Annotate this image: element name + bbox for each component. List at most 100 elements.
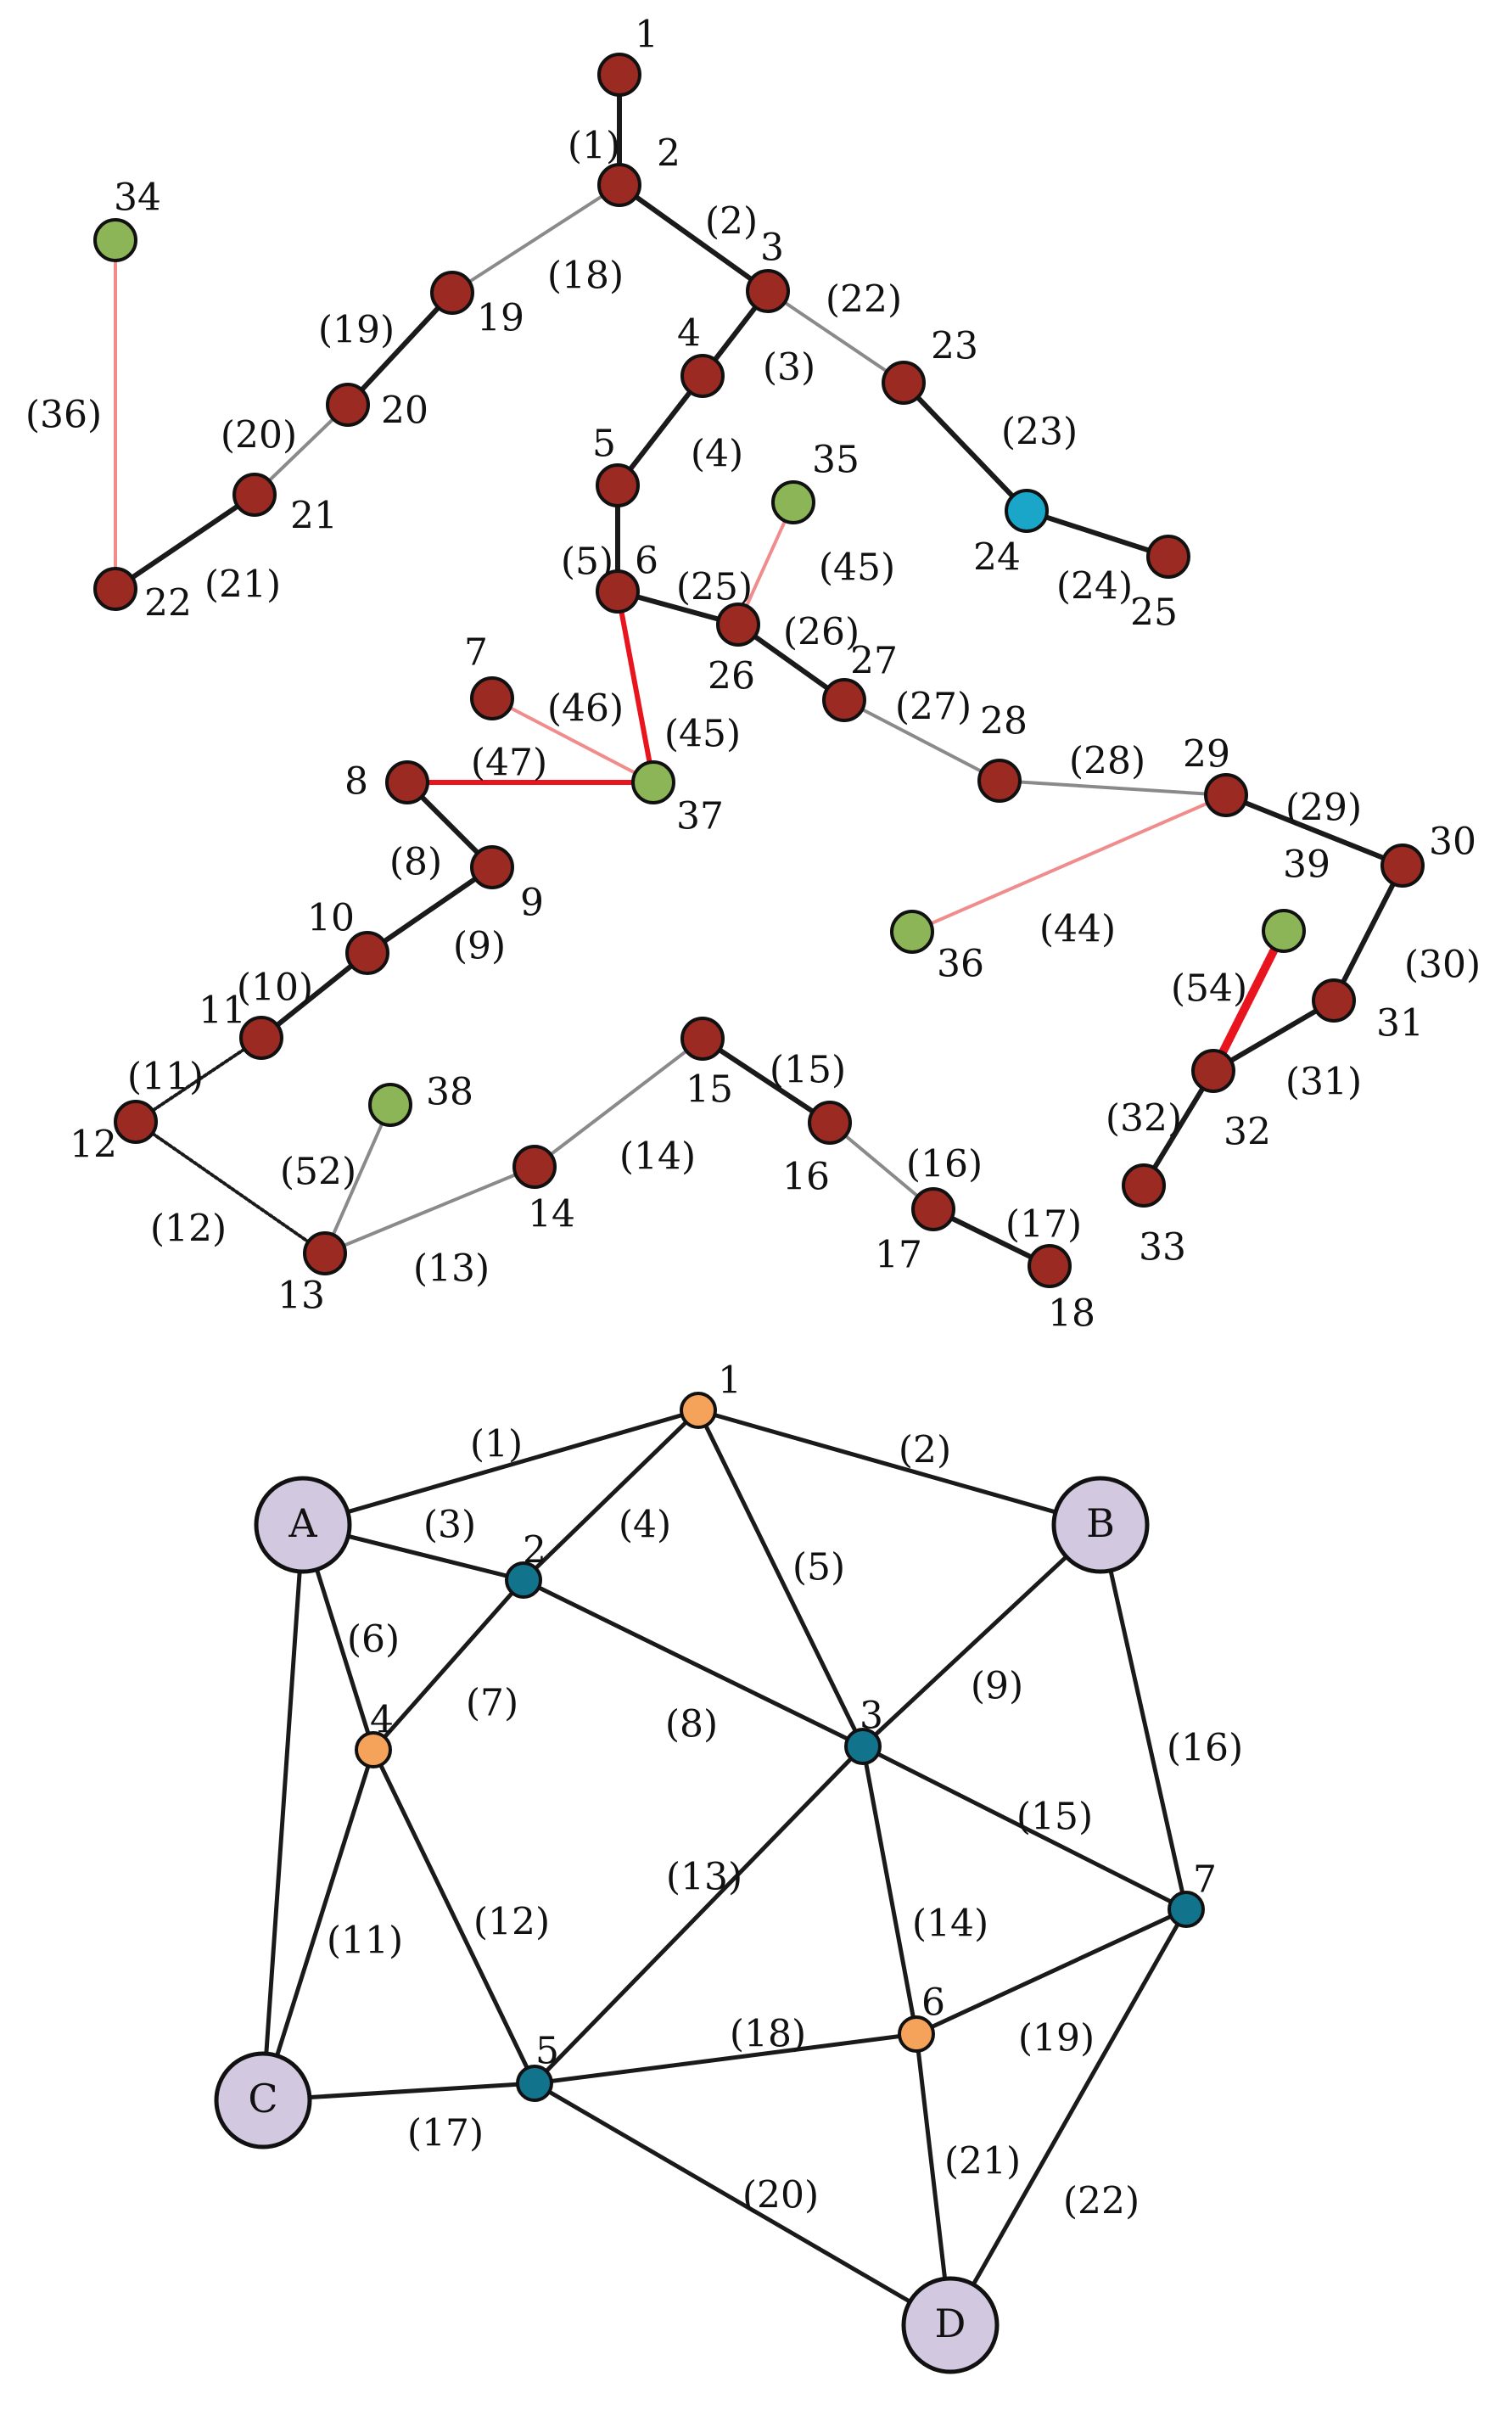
bottom-node-4 <box>355 1731 392 1768</box>
top-node-label: 28 <box>980 700 1028 743</box>
top-edge-label: (8) <box>389 841 442 884</box>
bottom-edge-label: (19) <box>1018 2017 1095 2060</box>
top-edge-label: (24) <box>1056 565 1133 608</box>
top-edge-7-37 <box>490 697 655 784</box>
top-edge-label: (15) <box>770 1049 846 1092</box>
top-node-20 <box>326 383 370 427</box>
top-node-8 <box>385 760 429 804</box>
top-edge-label: (47) <box>471 742 547 785</box>
top-node-21 <box>232 473 277 517</box>
top-node-4 <box>680 354 725 398</box>
bottom-edge-7-D <box>948 1907 1189 2328</box>
top-node-31 <box>1312 978 1356 1023</box>
bottom-edge-label: (2) <box>899 1429 951 1472</box>
bottom-edge-5-6 <box>532 2032 919 2086</box>
top-edge-32-39 <box>1209 927 1288 1075</box>
top-edge-label: (23) <box>1001 411 1078 454</box>
bottom-hub-B <box>1051 1476 1150 1574</box>
bottom-edge-2-4 <box>371 1578 526 1752</box>
top-node-18 <box>1028 1244 1072 1288</box>
bottom-edge-3-6 <box>860 1744 919 2037</box>
top-edge-2-19 <box>451 183 621 294</box>
top-node-36 <box>890 910 934 954</box>
top-edge-label: (27) <box>895 686 972 729</box>
bottom-edge-label: (16) <box>1167 1727 1243 1770</box>
top-node-39 <box>1262 909 1306 953</box>
top-edge-label: (45) <box>664 713 741 756</box>
top-node-labels: 1234567891011121314151617181920212223242… <box>70 14 1476 1336</box>
top-node-27 <box>822 678 866 722</box>
top-edge-label: (5) <box>561 541 613 584</box>
bottom-node-5 <box>516 2065 553 2102</box>
top-node-label: 27 <box>850 640 898 683</box>
bottom-hub-label: D <box>935 2301 966 2346</box>
top-edge-label: (52) <box>280 1151 356 1194</box>
bottom-hub-label: A <box>288 1500 317 1546</box>
top-edge-label: (25) <box>676 566 753 609</box>
top-node-30 <box>1380 844 1425 888</box>
bottom-edge-label: (17) <box>407 2112 484 2155</box>
bottom-edge-label: (18) <box>730 2013 806 2056</box>
top-node-label: 22 <box>144 582 192 625</box>
top-edge-16-17 <box>828 1121 935 1211</box>
bottom-edge-label: (12) <box>473 1901 550 1944</box>
top-edge-29-36 <box>910 793 1228 933</box>
top-edge-29-30 <box>1224 793 1405 868</box>
top-node-label: 26 <box>708 655 755 698</box>
top-node-label: 31 <box>1376 1002 1424 1045</box>
top-node-label: 37 <box>676 795 724 838</box>
top-edge-label: (11) <box>127 1056 204 1099</box>
top-node-label: 12 <box>70 1124 117 1167</box>
bottom-edge-3-B <box>860 1522 1103 1749</box>
bottom-edge-6-D <box>914 2032 953 2328</box>
bottom-edge-label: (1) <box>470 1423 523 1466</box>
top-node-17 <box>911 1187 955 1231</box>
bottom-node-label: 7 <box>1193 1858 1217 1902</box>
bottom-node-label: 1 <box>718 1359 742 1403</box>
top-node-1 <box>597 53 641 97</box>
top-node-25 <box>1146 535 1190 579</box>
top-edge-10-11 <box>259 950 370 1040</box>
top-edge-label: (3) <box>763 346 815 390</box>
top-edge-28-29 <box>998 779 1228 797</box>
top-node-label: 39 <box>1283 844 1330 887</box>
bottom-node-1 <box>680 1392 717 1429</box>
bottom-edge-B-7 <box>1098 1522 1189 1912</box>
bottom-edge-label: (15) <box>1016 1796 1093 1839</box>
bottom-hub-A <box>254 1476 352 1574</box>
top-edge-19-20 <box>345 290 455 407</box>
top-node-38 <box>368 1083 412 1127</box>
top-edge-12-13 <box>134 1120 327 1255</box>
bottom-edge-2-3 <box>521 1578 865 1749</box>
bottom-edge-label: (8) <box>665 1703 718 1746</box>
top-node-34 <box>93 218 137 262</box>
top-edge-label: (22) <box>826 278 902 322</box>
bottom-node-3 <box>844 1728 882 1765</box>
top-edge-label: (17) <box>1005 1203 1082 1247</box>
top-node-label: 11 <box>199 989 246 1033</box>
top-edge-label: (29) <box>1285 787 1362 830</box>
top-edge-label: (46) <box>547 687 624 731</box>
bottom-edge-label: (6) <box>347 1618 400 1662</box>
top-node-12 <box>114 1100 158 1144</box>
top-edge-label: (1) <box>568 125 620 168</box>
top-node-label: 19 <box>477 297 524 340</box>
top-edge-label: (45) <box>819 546 895 590</box>
top-node-label: 14 <box>528 1193 575 1236</box>
top-node-9 <box>470 845 514 889</box>
top-node-label: 21 <box>290 495 338 538</box>
top-edge-label: (30) <box>1404 944 1481 987</box>
top-edge-label: (36) <box>25 394 102 437</box>
top-node-16 <box>808 1101 852 1145</box>
top-node-2 <box>597 163 641 207</box>
bottom-node-2 <box>505 1561 542 1599</box>
bottom-node-7 <box>1168 1891 1205 1928</box>
top-edge-label: (18) <box>547 255 624 298</box>
top-node-label: 38 <box>426 1071 473 1114</box>
top-edge-label: (9) <box>453 925 506 968</box>
top-node-5 <box>596 463 640 507</box>
top-node-label: 24 <box>973 536 1021 580</box>
bottom-node-label: 4 <box>370 1699 394 1742</box>
